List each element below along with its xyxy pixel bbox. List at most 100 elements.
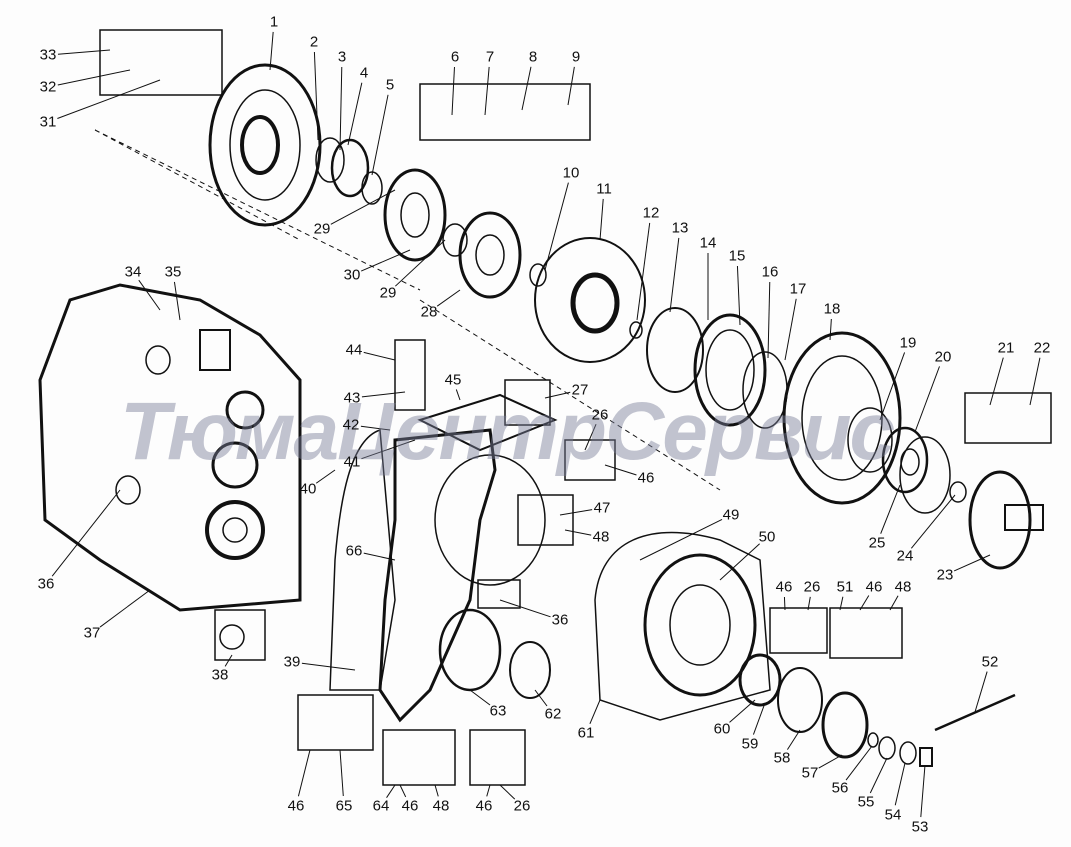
callout-57: 57 [801,764,819,782]
leader-line-24 [910,494,956,549]
callout-9: 9 [571,48,581,66]
callout-42: 42 [342,416,360,434]
leader-line-28 [436,289,461,307]
callout-46: 46 [775,578,793,596]
leader-line-35 [173,281,181,321]
callout-64: 64 [372,797,390,815]
callout-40: 40 [299,480,317,498]
leader-line-18 [829,318,832,341]
leader-line-60 [729,699,756,723]
leader-line-48 [434,784,439,797]
callout-3: 3 [337,48,347,66]
callout-18: 18 [823,300,841,318]
leader-line-44 [363,351,396,361]
leader-line-33 [57,49,111,55]
leader-line-4 [347,82,363,146]
watermark-logo: ТюмаЦентрСервис [120,386,895,477]
leader-line-46 [604,464,637,476]
leader-line-59 [752,702,766,735]
callout-6: 6 [450,48,460,66]
callout-43: 43 [343,389,361,407]
leader-line-62 [534,689,548,707]
leader-line-6 [451,66,455,116]
leader-line-19 [879,352,906,421]
leader-line-3 [339,66,343,151]
leader-line-50 [719,543,760,581]
leader-line-26 [584,423,597,451]
leader-line-56 [845,745,873,781]
leader-line-47 [559,509,593,516]
leader-line-36 [51,489,121,577]
leader-line-29 [330,189,396,225]
leader-line-63 [469,689,491,706]
callout-4: 4 [359,64,369,82]
callout-13: 13 [671,219,689,237]
callout-29: 29 [313,220,331,238]
callout-23: 23 [936,566,954,584]
callout-51: 51 [836,578,854,596]
callout-46: 46 [475,797,493,815]
callout-58: 58 [773,749,791,767]
leader-line-16 [767,281,771,359]
callout-12: 12 [642,204,660,222]
callout-66: 66 [345,542,363,560]
callout-48: 48 [592,528,610,546]
callout-27: 27 [571,381,589,399]
callout-46: 46 [287,797,305,815]
callout-30: 30 [343,266,361,284]
leader-line-22 [1029,357,1041,406]
callout-50: 50 [758,528,776,546]
callout-10: 10 [562,164,580,182]
callout-16: 16 [761,263,779,281]
leader-line-27 [544,391,571,399]
leader-line-9 [567,66,575,106]
leader-line-43 [361,391,406,398]
callout-19: 19 [899,334,917,352]
callout-20: 20 [934,348,952,366]
callout-26: 26 [591,406,609,424]
callout-65: 65 [335,797,353,815]
leader-line-48 [564,529,592,536]
pump-housing-drawing [99,29,1052,570]
leader-line-17 [784,298,797,361]
leader-line-61 [589,699,601,724]
callout-26: 26 [513,797,531,815]
callout-56: 56 [831,779,849,797]
leader-line-42 [360,425,391,431]
callout-47: 47 [593,499,611,517]
callout-61: 61 [577,724,595,742]
callout-60: 60 [713,720,731,738]
callout-28: 28 [420,303,438,321]
callout-39: 39 [283,653,301,671]
leader-line-36 [499,599,551,618]
callout-63: 63 [489,702,507,720]
leader-line-48 [889,595,899,611]
callout-46: 46 [865,578,883,596]
leader-line-1 [269,31,274,71]
callout-59: 59 [741,735,759,753]
callout-53: 53 [911,818,929,836]
leader-line-53 [920,764,926,818]
callout-54: 54 [884,806,902,824]
callout-21: 21 [997,339,1015,357]
callout-17: 17 [789,280,807,298]
callout-34: 34 [124,263,142,281]
leader-line-46 [859,595,870,611]
leader-line-46 [399,784,407,798]
callout-41: 41 [343,453,361,471]
leader-line-65 [339,749,344,797]
callout-7: 7 [485,48,495,66]
leader-line-64 [386,784,396,798]
leader-line-31 [57,79,161,119]
leader-line-40 [315,469,336,484]
callout-45: 45 [444,371,462,389]
callout-29: 29 [379,284,397,302]
callout-62: 62 [544,705,562,723]
leader-line-21 [989,357,1004,406]
callout-31: 31 [39,113,57,131]
leader-line-38 [224,654,233,667]
leader-line-29 [394,239,446,287]
leader-line-46 [486,784,491,797]
leader-line-13 [669,237,680,313]
